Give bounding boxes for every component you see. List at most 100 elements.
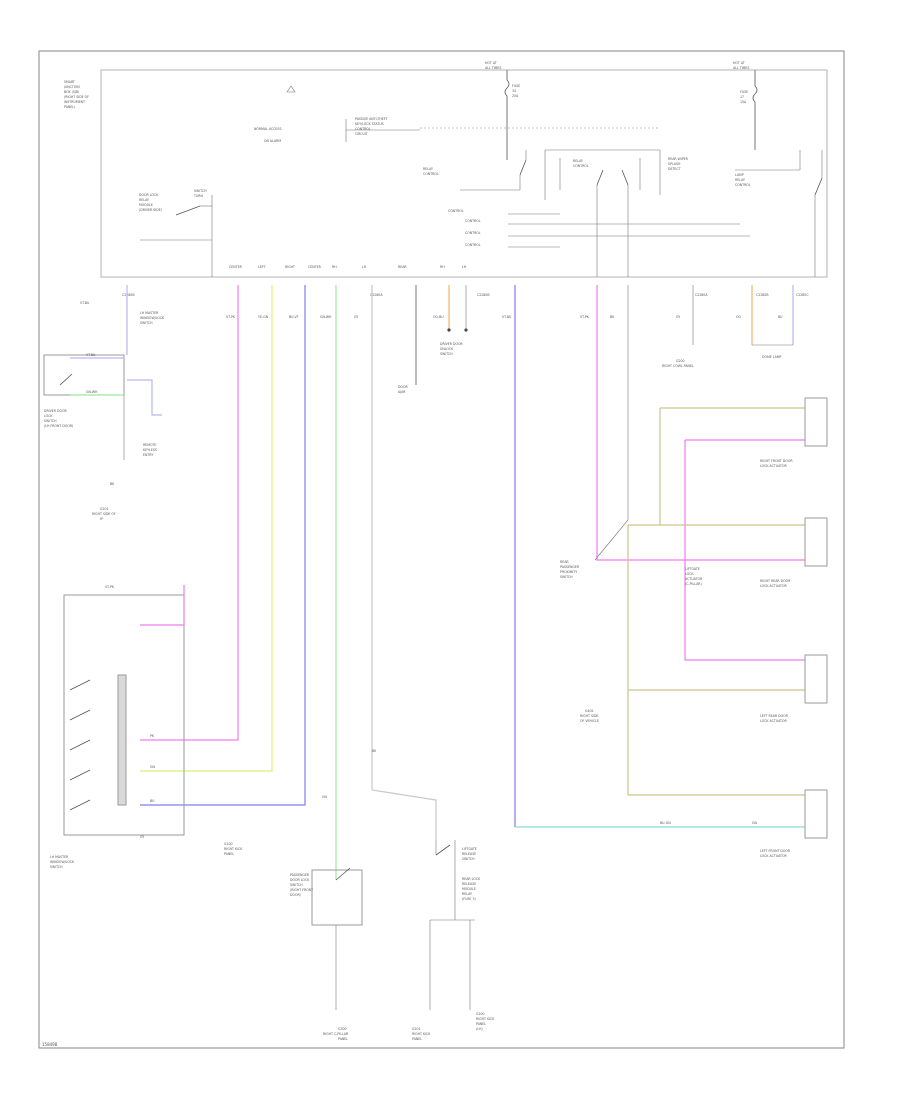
hot-at-all-times-label-1: HOT AT ALL TIMES [485,61,501,70]
svg-text:RIGHT C-PILLAR: RIGHT C-PILLAR [323,1032,349,1036]
svg-text:G200: G200 [476,1012,485,1016]
svg-text:DOOR: DOOR [398,385,408,389]
svg-text:ALL TIMES: ALL TIMES [485,66,501,70]
svg-text:PANEL: PANEL [412,1037,422,1041]
svg-text:(FUSE 3): (FUSE 3) [462,897,476,901]
svg-text:LOCK ACTUATOR: LOCK ACTUATOR [760,719,788,723]
svg-text:G100: G100 [224,842,233,846]
svg-text:LOCK ACTUATOR: LOCK ACTUATOR [760,584,788,588]
svg-text:CONTROL: CONTROL [355,127,371,131]
svg-text:GY: GY [140,835,144,839]
svg-text:15A: 15A [740,100,747,104]
svg-text:VT-BU: VT-BU [80,301,90,305]
svg-text:C2280C: C2280C [796,293,809,297]
svg-text:17: 17 [740,95,744,99]
svg-text:PANEL: PANEL [224,852,234,856]
svg-text:LOCK: LOCK [44,414,53,418]
svg-text:PASSENGER: PASSENGER [290,873,310,877]
access-note: PASSIVE ANTI-THEFT KEY/LOCK STATUS CONTR… [355,117,388,136]
blue-wire: BU-VT BU [140,285,306,806]
svg-text:ALL TIMES: ALL TIMES [733,66,749,70]
svg-text:DRIVER DOOR: DRIVER DOOR [440,342,464,346]
svg-text:REAR LOCK: REAR LOCK [462,877,481,881]
svg-text:RIGHT REAR DOOR: RIGHT REAR DOOR [760,579,791,583]
svg-text:REAR: REAR [398,265,407,269]
ground-bottom-right: G200 RIGHT KICK PANEL (LH) [476,1012,495,1031]
svg-text:LEFT: LEFT [258,265,266,269]
svg-text:LOCK ACTUATOR: LOCK ACTUATOR [760,854,788,858]
svg-text:BU-GN: BU-GN [660,821,671,825]
relay-right: LAMP RELAY CONTROL [735,150,823,277]
diagram-border [38,50,845,1049]
relay-left: RELAY CONTROL [423,150,527,191]
svg-text:GN-WH: GN-WH [86,390,98,394]
ignition-note: NORMAL ACCESS ON ALARM [254,85,420,143]
ground-lh-note: G100 RIGHT KICK PANEL [224,842,243,856]
tan-wire [627,407,805,796]
svg-text:RIGHT FRONT DOOR: RIGHT FRONT DOOR [760,459,793,463]
svg-text:20A: 20A [512,94,519,98]
sjb-switch-turn: SWITCH TURN DOOR LOCK RELAY MODULE (DRIV… [139,189,213,277]
svg-text:CONTROL: CONTROL [465,243,481,247]
keyless-entry: REMOTE KEYLESS ENTRY [143,443,157,457]
ground-bottom-left: G300 RIGHT C-PILLAR PANEL [323,1027,349,1041]
svg-text:SWITCH: SWITCH [44,419,57,423]
svg-text:PROXIMITY: PROXIMITY [560,570,577,574]
svg-text:RIGHT KICK: RIGHT KICK [224,847,243,851]
svg-text:(C-PILLAR): (C-PILLAR) [685,582,702,586]
svg-text:LEFT REAR DOOR: LEFT REAR DOOR [760,714,789,718]
svg-text:BU: BU [778,315,783,319]
svg-text:PASSIVE ANTI-THEFT: PASSIVE ANTI-THEFT [355,117,388,121]
svg-text:FUSE: FUSE [512,84,520,88]
svg-text:HOT AT: HOT AT [733,61,745,65]
smart-junction-box [100,69,828,278]
svg-text:SWITCH: SWITCH [140,321,153,325]
svg-text:G402: G402 [585,709,594,713]
gray-wire: GY BK [354,285,437,840]
svg-text:PASSENGER: PASSENGER [560,565,580,569]
svg-text:SWITCH: SWITCH [194,189,207,193]
svg-text:(RIGHT FRONT: (RIGHT FRONT [290,888,313,892]
rf-door-actuator: RIGHT FRONT DOOR LOCK ACTUATOR [760,397,828,468]
liftgate-switch: LIFTGATE RELEASE SWITCH REAR LOCK RELEAS… [429,840,481,1010]
svg-text:(LH): (LH) [476,1027,483,1031]
svg-text:LH MASTER: LH MASTER [50,855,69,859]
control-lines: CONTROL CONTROL CONTROL CONTROL [448,209,750,248]
svg-text:RIGHT SIDE: RIGHT SIDE [580,714,598,718]
svg-text:CONTROL: CONTROL [735,183,751,187]
svg-text:IP: IP [100,517,103,521]
svg-text:RH: RH [440,265,445,269]
svg-text:PANEL): PANEL) [64,105,75,109]
ground-left-1: BK G201 RIGHT SIDE OF IP [92,482,116,521]
passenger-door-lock-switch: PASSENGER DOOR LOCK SWITCH (RIGHT FRONT … [290,867,363,1010]
rr-door-actuator: RIGHT REAR DOOR LOCK ACTUATOR [760,517,828,588]
fuse-b: FUSE 17 15A [740,70,758,150]
relay-mid: RELAY CONTROL [559,158,641,277]
yellow-green-wire: YE-GN GN [140,285,273,772]
svg-text:OG-BU: OG-BU [433,315,444,319]
svg-text:SWITCH: SWITCH [50,865,63,869]
svg-text:ACTUATOR: ACTUATOR [685,577,703,581]
svg-text:REAR: REAR [560,560,569,564]
svg-text:(LH FRONT DOOR): (LH FRONT DOOR) [44,424,73,428]
svg-text:KEY/LOCK STATUS: KEY/LOCK STATUS [355,122,384,126]
figure-id: 158498 [42,1042,58,1047]
dome-lamp: OG BU DOME LAMP [736,285,794,359]
black-wire-628: BK [594,285,629,561]
svg-text:VT-BU: VT-BU [86,353,96,357]
svg-text:C2280B: C2280B [477,293,490,297]
svg-text:VT-PK: VT-PK [226,315,236,319]
svg-text:OG: OG [736,315,742,319]
svg-text:34: 34 [512,89,516,93]
svg-text:LAMP: LAMP [735,173,744,177]
svg-text:G201: G201 [412,1027,421,1031]
svg-text:FUSE: FUSE [740,90,748,94]
svg-text:VT-BU: VT-BU [502,315,512,319]
svg-text:G300: G300 [338,1027,347,1031]
svg-text:RELAY: RELAY [462,892,472,896]
svg-text:BU: BU [150,799,155,803]
lavender-wire-left: VT-BU [80,285,162,416]
ground-g402: G402 RIGHT SIDE OF VEHICLE [580,709,599,723]
liftgate-actuator: LIFTGATE LOCK ACTUATOR (C-PILLAR) [685,567,703,586]
